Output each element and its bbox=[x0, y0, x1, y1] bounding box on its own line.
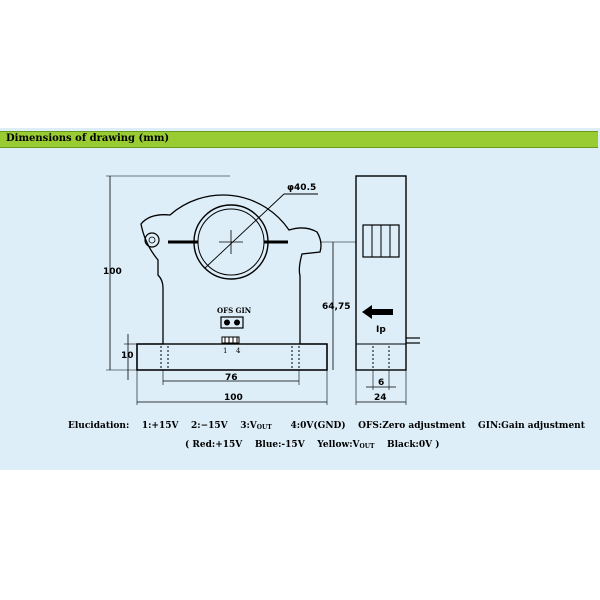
side-view: 64,75 Ip 6 24 bbox=[320, 175, 420, 405]
center-height-label: 64,75 bbox=[322, 302, 350, 312]
height-label: 100 bbox=[103, 267, 122, 277]
wire-color-legend: ( Red:+15V Blue:-15V Yellow:VOUT Black:0… bbox=[185, 440, 440, 450]
pot-box bbox=[220, 316, 244, 329]
legend-prefix: Elucidation: bbox=[68, 421, 130, 431]
pin-1-label: 1 bbox=[223, 347, 227, 355]
legend-gin: GIN:Gain adjustment bbox=[478, 421, 585, 431]
mounting-hole-inner bbox=[148, 236, 156, 244]
legend-pin2: 2:−15V bbox=[191, 421, 228, 431]
legend-pin1: 1:+15V bbox=[141, 421, 179, 431]
diameter-label: φ40.5 bbox=[287, 183, 316, 193]
current-label: Ip bbox=[376, 325, 386, 335]
pin-4-label: 4 bbox=[236, 347, 241, 355]
color-blue: Blue:-15V bbox=[254, 440, 305, 450]
legend-pin4: 4:0V(GND) bbox=[290, 421, 346, 431]
color-black: Black:0V ) bbox=[386, 440, 440, 450]
depth-label: 24 bbox=[374, 393, 387, 403]
diameter-leader bbox=[204, 193, 285, 269]
side-body bbox=[355, 175, 407, 371]
offset-label: 6 bbox=[378, 378, 384, 388]
color-red: ( Red:+15V bbox=[185, 440, 243, 450]
gin-pot bbox=[234, 319, 240, 326]
legend-ofs: OFS:Zero adjustment bbox=[358, 421, 466, 431]
legend-pin3: 3:VOUT bbox=[240, 421, 272, 431]
color-yellow: Yellow:VOUT bbox=[317, 440, 375, 450]
spacing-label: 76 bbox=[225, 373, 238, 383]
section-header: Dimensions of drawing (mm) bbox=[0, 131, 598, 148]
front-view: φ40.5 OFS GIN 1 4 100 10 bbox=[103, 175, 328, 405]
pin-legend: Elucidation: 1:+15V 2:−15V 3:VOUT 4:0V(G… bbox=[68, 421, 585, 431]
ofs-pot bbox=[224, 319, 230, 326]
section-title: Dimensions of drawing (mm) bbox=[6, 133, 170, 144]
foot-height-label: 10 bbox=[121, 351, 134, 361]
front-body-outline bbox=[136, 194, 328, 371]
ofs-gin-label: OFS GIN bbox=[217, 306, 252, 315]
current-arrow-icon bbox=[362, 305, 393, 319]
mounting-hole bbox=[144, 232, 160, 248]
connector bbox=[221, 336, 240, 344]
width-label: 100 bbox=[224, 393, 243, 403]
